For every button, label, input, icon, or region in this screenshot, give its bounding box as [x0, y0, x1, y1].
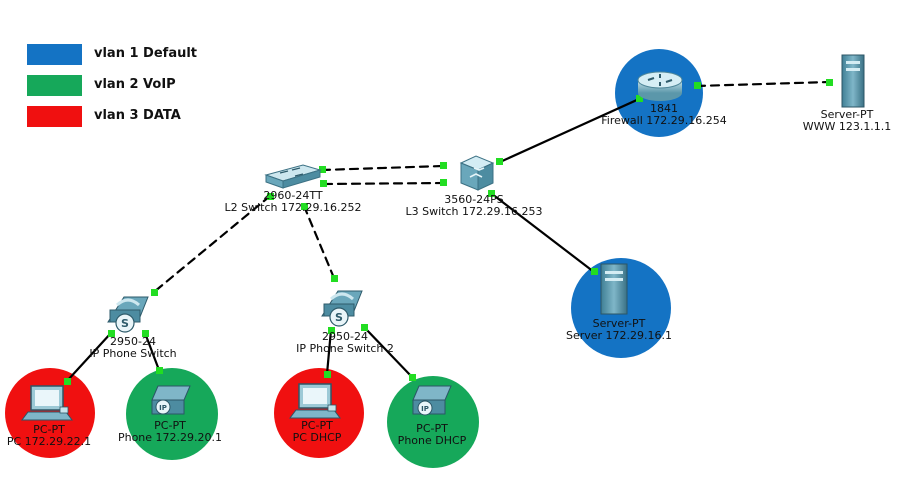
device-model: Server-PT	[592, 317, 646, 330]
ip-phone-switch-icon[interactable]: S	[107, 296, 149, 333]
port-indicator	[440, 179, 447, 186]
device-name: PC DHCP	[292, 431, 342, 444]
port-indicator	[319, 166, 326, 173]
link-router-www-server[interactable]	[695, 80, 831, 88]
l2-switch-label: 2960-24TT L2 Switch 172.29.16.252	[225, 190, 362, 214]
port-indicator	[591, 268, 598, 275]
ip-phone-switch-icon[interactable]: S	[321, 290, 363, 327]
device-model: 3560-24PS	[444, 193, 504, 206]
l3-switch-label: 3560-24PS L3 Switch 172.29.16.253	[406, 194, 543, 218]
port-indicator	[108, 330, 115, 337]
link-l2-switch-phone-switch-1[interactable]	[152, 194, 272, 294]
svg-text:IP: IP	[159, 404, 167, 412]
device-model: 2960-24TT	[263, 189, 323, 202]
port-indicator	[151, 289, 158, 296]
device-name: Phone DHCP	[397, 434, 467, 447]
server-icon[interactable]	[841, 54, 865, 108]
device-name: Server 172.29.16.1	[565, 329, 673, 342]
svg-text:S: S	[335, 311, 343, 324]
link-l2-l3-switch-a[interactable]	[320, 164, 445, 172]
device-model: 1841	[649, 102, 678, 115]
legend-label: vlan 3 DATA	[94, 108, 181, 123]
port-indicator	[826, 79, 833, 86]
legend-swatch	[27, 44, 82, 65]
phone-1-label: PC-PT Phone 172.29.20.1	[118, 420, 222, 444]
multilayer-switch-icon[interactable]	[459, 155, 495, 191]
link-phone-switch-1-pc-1[interactable]	[65, 331, 113, 383]
ip-phone-icon[interactable]: IP	[412, 385, 452, 416]
port-indicator	[409, 374, 416, 381]
www-server-label: Server-PT WWW 123.1.1.1	[803, 109, 892, 133]
legend-swatch	[27, 75, 82, 96]
link-phone-switch-2-pc-2[interactable]	[325, 328, 333, 376]
device-model: PC-PT	[33, 423, 65, 436]
device-name: PC 172.29.22.1	[6, 435, 92, 448]
svg-text:IP: IP	[421, 405, 429, 413]
ip-phone-icon[interactable]: IP	[151, 385, 191, 415]
port-indicator	[267, 193, 274, 200]
legend-label: vlan 1 Default	[94, 46, 198, 61]
device-name: IP Phone Switch 2	[296, 342, 394, 355]
legend-item-vlan-3: vlan 3 DATA	[27, 106, 327, 128]
link-phone-switch-2-phone-2[interactable]	[362, 325, 414, 379]
link-router-l3-switch[interactable]	[498, 97, 641, 164]
port-indicator	[488, 190, 495, 197]
router-icon[interactable]	[637, 71, 683, 101]
port-indicator	[440, 162, 447, 169]
device-model: PC-PT	[416, 422, 448, 435]
legend-swatch	[27, 106, 82, 127]
dhcp-server-label: Server-PT Server 172.29.16.1	[566, 318, 672, 342]
port-indicator	[142, 330, 149, 337]
port-indicator	[331, 275, 338, 282]
port-indicator	[496, 158, 503, 165]
switch-icon[interactable]	[264, 164, 322, 189]
device-model: PC-PT	[301, 419, 333, 432]
port-indicator	[361, 324, 368, 331]
port-indicator	[301, 203, 308, 210]
router-label: 1841 Firewall 172.29.16.254	[601, 103, 726, 127]
device-name: L3 Switch 172.29.16.253	[405, 205, 543, 218]
link-phone-switch-1-phone-1[interactable]	[143, 331, 161, 372]
device-model: 2950-24	[110, 335, 156, 348]
pc-2-label: PC-PT PC DHCP	[293, 420, 342, 444]
link-l3-switch-dhcp-server[interactable]	[490, 192, 596, 274]
device-name: Phone 172.29.20.1	[117, 431, 223, 444]
link-l2-switch-phone-switch-2[interactable]	[302, 204, 336, 280]
port-indicator	[636, 95, 643, 102]
server-icon[interactable]	[600, 263, 628, 315]
device-model: 2950-24	[322, 330, 368, 343]
device-name: WWW 123.1.1.1	[802, 120, 892, 133]
pc-1-label: PC-PT PC 172.29.22.1	[7, 424, 91, 448]
port-indicator	[324, 371, 331, 378]
port-indicator	[328, 327, 335, 334]
link-l2-l3-switch-b[interactable]	[322, 181, 445, 186]
port-indicator	[320, 180, 327, 187]
phone-switch-1-label: 2950-24 IP Phone Switch	[89, 336, 176, 360]
device-name: L2 Switch 172.29.16.252	[224, 201, 362, 214]
port-indicator	[64, 378, 71, 385]
pc-icon[interactable]	[289, 383, 341, 419]
device-name: Firewall 172.29.16.254	[601, 114, 727, 127]
device-model: Server-PT	[820, 108, 874, 121]
device-model: PC-PT	[154, 419, 186, 432]
phone-switch-2-label: 2950-24 IP Phone Switch 2	[296, 331, 394, 355]
legend-item-vlan-1: vlan 1 Default	[27, 44, 327, 66]
pc-icon[interactable]	[21, 385, 73, 421]
legend-item-vlan-2: vlan 2 VoIP	[27, 75, 327, 97]
port-indicator	[156, 367, 163, 374]
phone-2-label: PC-PT Phone DHCP	[398, 423, 467, 447]
port-indicator	[694, 82, 701, 89]
vlan-circle-phone-2	[387, 376, 479, 468]
svg-text:S: S	[121, 317, 129, 330]
device-name: IP Phone Switch	[89, 347, 177, 360]
legend-label: vlan 2 VoIP	[94, 77, 176, 92]
